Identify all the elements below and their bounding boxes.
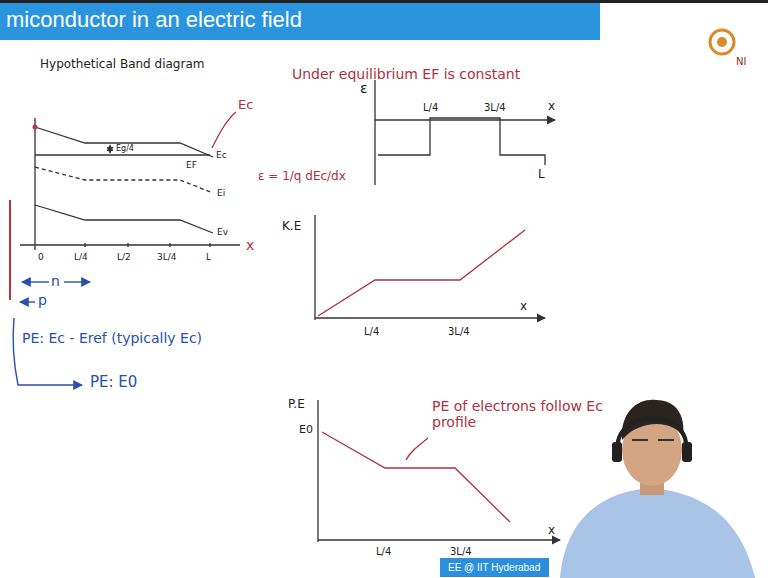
field-formula: ε = 1/q dEc/dx xyxy=(258,170,346,184)
instructor-figure xyxy=(560,400,755,578)
axis-label: x xyxy=(548,100,555,114)
y-axis xyxy=(34,118,35,250)
gap-arrow xyxy=(110,145,111,153)
logo-core xyxy=(717,37,727,47)
conduction-band xyxy=(35,127,213,157)
band-diagram xyxy=(20,118,240,250)
band-label: Ec xyxy=(216,150,227,160)
ticks xyxy=(85,243,210,247)
tick-label: 0 xyxy=(38,252,44,262)
axis-label: E0 xyxy=(299,424,313,437)
tick-label: L/4 xyxy=(423,102,438,114)
band-label: Ev xyxy=(217,227,228,237)
footer-badge: EE @ IIT Hyderabad xyxy=(440,558,549,577)
band-label: EF xyxy=(186,160,197,170)
carrier-label: p xyxy=(38,292,47,308)
axis-label: x xyxy=(246,237,254,253)
logo-emblem xyxy=(710,30,734,54)
tick-label: L/2 xyxy=(117,252,131,262)
red-bracket xyxy=(9,200,11,300)
tick-label: L/4 xyxy=(364,326,379,338)
tick-label: 3L/4 xyxy=(450,546,472,558)
intrinsic-level xyxy=(35,167,213,193)
axis-label: L xyxy=(538,168,545,182)
tick-label: 3L/4 xyxy=(157,252,177,262)
ke-graph xyxy=(315,215,545,320)
leader-line xyxy=(212,112,236,148)
footer-text: EE @ IIT Hyderabad xyxy=(448,562,541,573)
tick-label: L xyxy=(206,252,211,262)
axis-label: P.E xyxy=(288,398,305,412)
title-banner xyxy=(0,3,600,40)
handwritten-note: PE: Ec - Eref (typically Ec) xyxy=(22,330,202,346)
tick-label: L/4 xyxy=(376,546,391,558)
figure-heading: Hypothetical Band diagram xyxy=(40,58,204,72)
carrier-label: n xyxy=(51,273,60,289)
tick-label: 3L/4 xyxy=(448,326,470,338)
band-label: Ec xyxy=(238,98,253,113)
x-axis xyxy=(20,244,240,245)
axis-label: K.E xyxy=(282,220,301,234)
axis-label: x xyxy=(520,300,527,314)
handwritten-note: Under equilibrium EF is constant xyxy=(292,66,520,82)
fermi-level xyxy=(35,154,210,155)
gap-label: Eg/4 xyxy=(116,144,134,153)
handwritten-note: PE of electrons follow Ec profile xyxy=(432,398,607,430)
handwritten-note: PE: E0 xyxy=(90,374,137,391)
slide-title: miconductor in an electric field xyxy=(6,7,302,33)
logo-text: NI xyxy=(736,56,746,68)
axis-label: x xyxy=(548,524,555,538)
top-rule xyxy=(0,0,768,3)
field-graph xyxy=(375,80,555,185)
start-dot xyxy=(33,125,38,130)
band-label: Ei xyxy=(217,188,225,198)
tick-label: L/4 xyxy=(74,252,88,262)
axis-label: ε xyxy=(360,80,368,96)
tick-label: 3L/4 xyxy=(484,102,506,114)
valence-band xyxy=(35,205,213,233)
